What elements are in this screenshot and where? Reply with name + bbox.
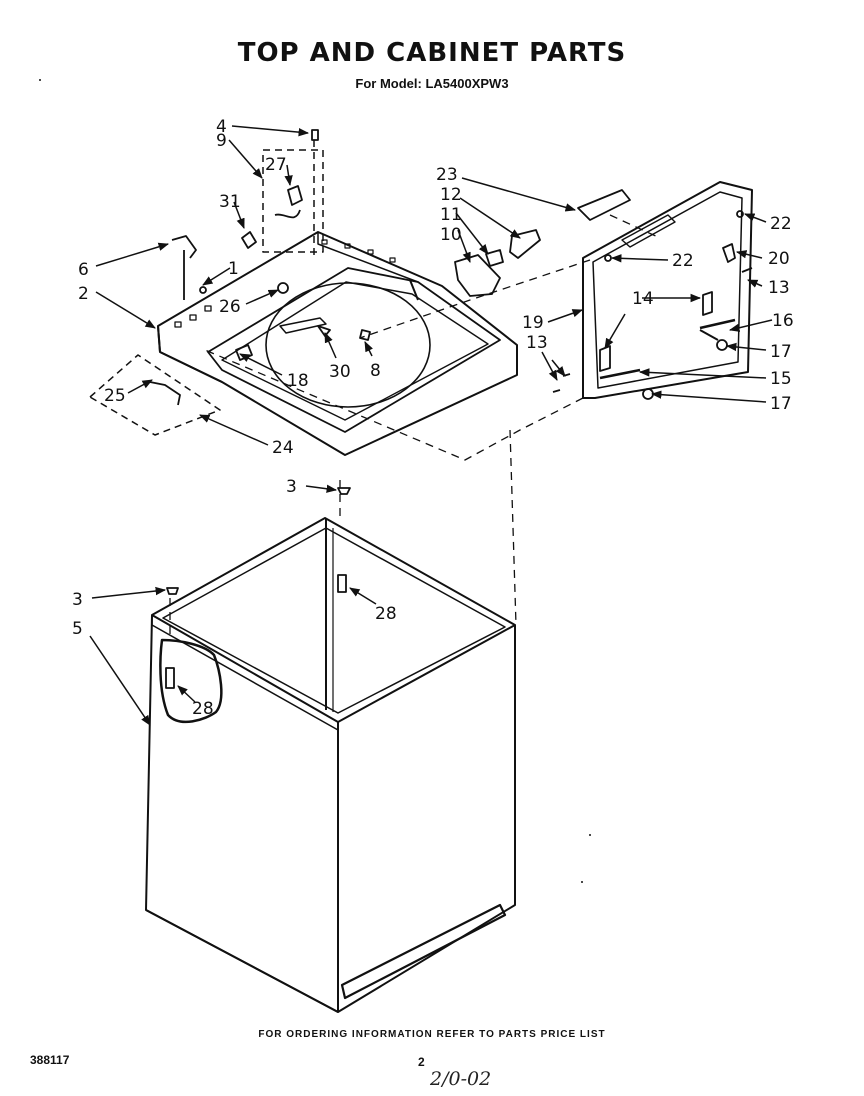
label-part-6: 6: [78, 260, 89, 280]
label-part-13b: 13: [526, 333, 548, 353]
label-part-13a: 13: [768, 278, 790, 298]
part-22-bumper-b: [604, 254, 612, 262]
label-part-31: 31: [219, 192, 241, 212]
part-11-switch: [485, 249, 504, 267]
handwritten-note: 2/0-02: [430, 1068, 492, 1090]
part-3-plug-b: [166, 587, 179, 595]
label-part-26: 26: [219, 297, 241, 317]
label-part-11: 11: [440, 205, 462, 225]
part-25-spring: [149, 381, 181, 406]
label-part-17b: 17: [770, 394, 792, 414]
scan-marks: [39, 79, 591, 883]
label-part-22a: 22: [770, 214, 792, 234]
part-14-hinge-a: [702, 291, 713, 316]
cabinet: [145, 517, 516, 1013]
label-part-3a: 3: [286, 477, 297, 497]
part-28-screw-b: [165, 667, 175, 689]
label-part-28a: 28: [375, 604, 397, 624]
part-22-bumper-a: [736, 210, 744, 218]
label-part-1: 1: [228, 259, 239, 279]
part-1-screw: [199, 286, 207, 294]
label-part-20: 20: [768, 249, 790, 269]
part-28-screw-a: [337, 574, 347, 593]
label-part-3b: 3: [72, 590, 83, 610]
part-23-label: [577, 189, 631, 221]
model-subtitle: For Model: LA5400XPW3: [355, 76, 509, 91]
label-part-2: 2: [78, 284, 89, 304]
label-part-28b: 28: [192, 699, 214, 719]
page-title: TOP AND CABINET PARTS: [237, 38, 627, 68]
part-10-bracket: [454, 254, 501, 297]
part-17-nut-b: [642, 388, 654, 400]
part-3-plug-a: [337, 487, 351, 495]
label-part-17a: 17: [770, 342, 792, 362]
label-part-19: 19: [522, 313, 544, 333]
label-part-5: 5: [72, 619, 83, 639]
part-8-screw: [359, 329, 371, 341]
label-part-27: 27: [265, 155, 287, 175]
label-part-14: 14: [632, 289, 654, 309]
label-part-22b: 22: [672, 251, 694, 271]
label-part-16: 16: [772, 311, 794, 331]
part-12-actuator: [509, 229, 541, 259]
document-number: 388117: [30, 1053, 70, 1067]
group-box-9: [262, 149, 324, 253]
label-part-4: 4: [216, 117, 227, 137]
part-6-hinge: [171, 235, 197, 300]
part-31-clip: [241, 231, 257, 249]
label-part-24: 24: [272, 438, 294, 458]
ordering-note: FOR ORDERING INFORMATION REFER TO PARTS …: [258, 1029, 606, 1040]
label-part-30: 30: [329, 362, 351, 382]
label-part-23: 23: [436, 165, 458, 185]
part-20-clip: [722, 243, 736, 263]
label-part-15: 15: [770, 369, 792, 389]
part-18-strike: [235, 344, 253, 361]
part-17-nut-a: [716, 339, 728, 351]
part-30-clip: [317, 325, 331, 337]
page-number: 2: [418, 1055, 425, 1069]
part-27-switch: [274, 185, 303, 219]
label-part-8: 8: [370, 361, 381, 381]
top-panel: [157, 231, 518, 456]
label-part-10: 10: [440, 225, 462, 245]
part-4-screw: [311, 129, 319, 141]
group-box-24: [89, 354, 221, 436]
cutaway-blob: [159, 638, 223, 724]
part-26-plug: [277, 282, 289, 294]
label-part-9: 9: [216, 131, 227, 151]
label-part-25: 25: [104, 386, 126, 406]
label-part-12: 12: [440, 185, 462, 205]
part-14-hinge-b: [599, 345, 611, 372]
label-part-18: 18: [287, 371, 309, 391]
part-13-screw-a: [741, 267, 753, 273]
lid: [582, 181, 753, 399]
